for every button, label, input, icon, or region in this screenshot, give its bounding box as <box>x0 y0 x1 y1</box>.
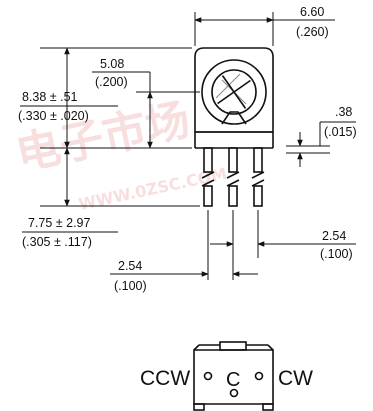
pins <box>201 147 265 207</box>
ccw-label: CCW <box>140 367 190 390</box>
pitch-right-mm-label: 2.54 <box>322 229 346 243</box>
center-pin-hole <box>229 388 239 398</box>
cw-label: CW <box>278 367 313 390</box>
pin-length-mm-label: 7.75 ± 2.97 <box>28 216 91 230</box>
pin-thickness-mm-label: .38 <box>335 105 352 119</box>
dim-pivot: 5.08 (.200) <box>92 57 200 149</box>
dim-width: 6.60 (.260) <box>194 5 335 46</box>
ccw-pin-hole <box>203 371 213 381</box>
pin-right <box>251 147 265 207</box>
pin-center <box>226 147 240 207</box>
height-in-label: (.330 ± .020) <box>18 109 89 123</box>
dim-pin-length: 7.75 ± 2.97 (.305 ± .117) <box>22 147 200 249</box>
pin-thickness-in-label: (.015) <box>324 125 357 139</box>
potentiometer-body <box>194 47 274 149</box>
cw-pin-hole <box>254 371 264 381</box>
width-in-label: (.260) <box>296 25 329 39</box>
bottom-view: CCW C CW <box>140 341 313 411</box>
center-label: C <box>226 369 240 391</box>
pitch-left-in-label: (.100) <box>114 279 147 293</box>
height-mm-label: 8.38 ± .51 <box>22 90 78 104</box>
dim-height: 8.38 ± .51 (.330 ± .020) <box>18 47 192 149</box>
rotor-outer-circle <box>201 59 267 125</box>
pivot-mm-label: 5.08 <box>100 57 124 71</box>
rotor-inner-circle <box>211 69 257 115</box>
pin-length-in-label: (.305 ± .117) <box>22 235 92 249</box>
dim-pitch-left: 2.54 (.100) <box>110 210 258 293</box>
pivot-in-label: (.200) <box>95 75 128 89</box>
pitch-left-mm-label: 2.54 <box>118 259 142 273</box>
pitch-right-in-label: (.100) <box>320 247 353 261</box>
width-mm-label: 6.60 <box>300 5 324 19</box>
dim-pin-thickness: .38 (.015) <box>286 105 357 167</box>
watermark-text: 电子市场 <box>12 94 195 180</box>
bottom-view-tab <box>219 341 247 351</box>
dim-pitch-right: 2.54 (.100) <box>210 210 356 261</box>
pin-left <box>201 147 215 207</box>
